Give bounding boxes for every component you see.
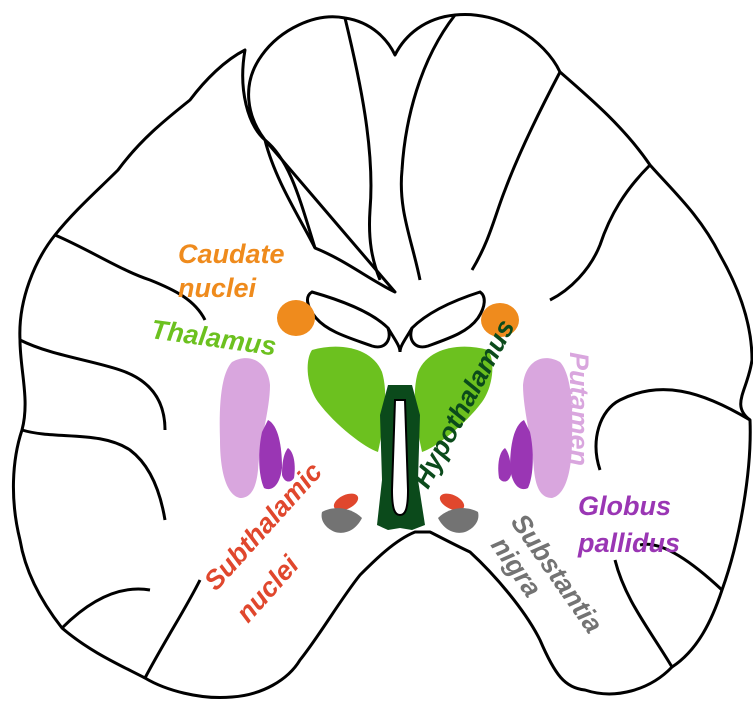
label-globus-line1: Globus <box>578 491 671 521</box>
label-caudate-line2: nuclei <box>178 273 257 303</box>
label-putamen: Putamen <box>564 352 594 466</box>
label-caudate-line1: Caudate <box>178 239 285 269</box>
caudate-nucleus-left <box>277 300 315 336</box>
label-globus-line2: pallidus <box>577 528 680 558</box>
brain-outline <box>13 14 752 697</box>
third-ventricle <box>392 400 408 515</box>
